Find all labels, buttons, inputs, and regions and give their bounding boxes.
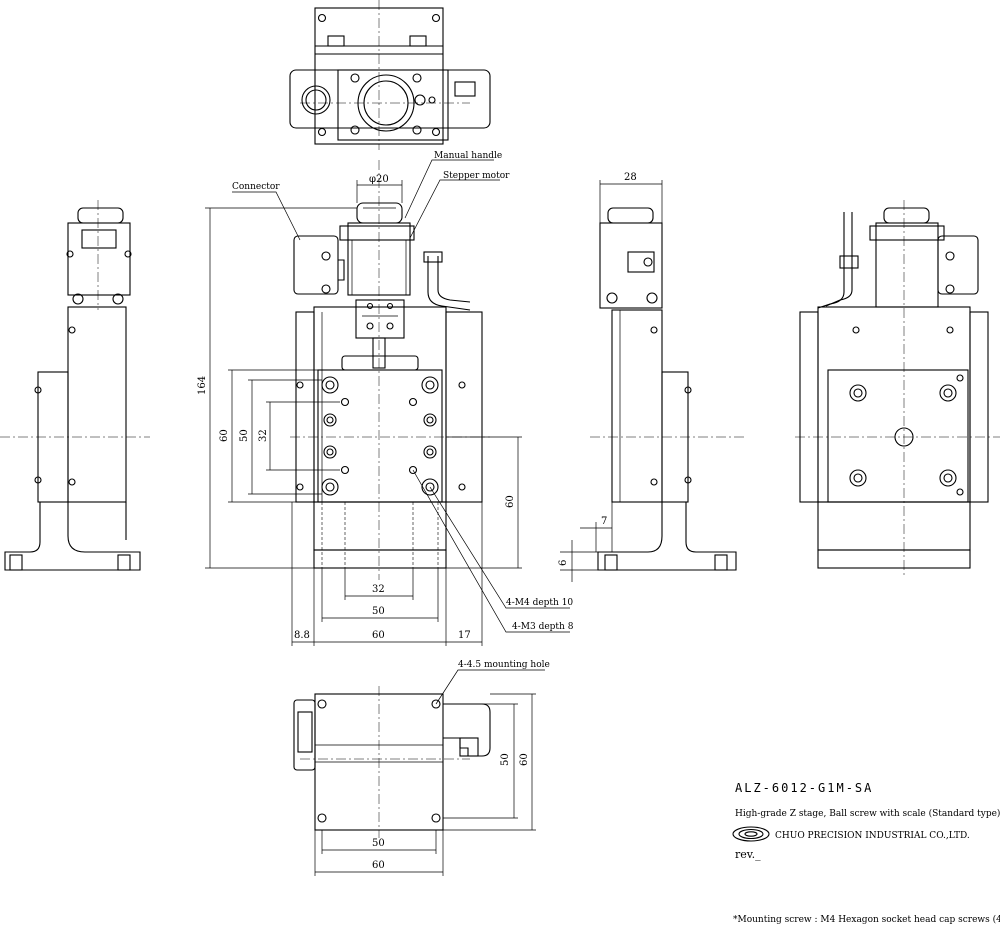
- dim-v60-right: 60: [505, 495, 516, 508]
- dim-bottom-v60: 60: [519, 753, 530, 766]
- company-name: CHUO PRECISION INDUSTRIAL CO.,LTD.: [775, 831, 970, 841]
- dim-17: 17: [458, 630, 471, 641]
- label-stepper-motor: Stepper motor: [443, 171, 510, 181]
- dim-phi20: φ20: [369, 174, 389, 185]
- dim-bottom-v50: 50: [500, 753, 511, 766]
- front-view: [290, 160, 490, 580]
- dim-h60: 60: [372, 630, 385, 641]
- dim-v32-left: 32: [258, 429, 269, 442]
- footnote: *Mounting screw : M4 Hexagon socket head…: [733, 914, 1000, 925]
- dim-w28: 28: [624, 172, 637, 183]
- company-logo: [732, 826, 770, 842]
- revision: rev._: [735, 848, 761, 861]
- front-dimensions: φ20 164 60 50 32 60 32 50: [197, 151, 574, 646]
- title-block: ALZ-6012-G1M-SA High-grade Z stage, Ball…: [732, 781, 1000, 925]
- dim-bottom-h50: 50: [372, 838, 385, 849]
- dim-h50: 50: [372, 606, 385, 617]
- dim-v50-left: 50: [239, 429, 250, 442]
- dim-6: 6: [558, 560, 569, 566]
- label-manual-handle: Manual handle: [434, 151, 502, 161]
- product-description: High-grade Z stage, Ball screw with scal…: [735, 808, 1000, 819]
- dim-8-8: 8.8: [294, 630, 310, 641]
- dim-164: 164: [197, 376, 208, 395]
- label-connector: Connector: [232, 182, 280, 192]
- label-m4-tap: 4-M4 depth 10: [506, 598, 573, 608]
- bottom-view: 4-4.5 mounting hole 50 60 50 60: [293, 660, 550, 876]
- dim-bottom-h60: 60: [372, 860, 385, 871]
- dim-v60-left: 60: [219, 429, 230, 442]
- carriage-holes: [296, 376, 466, 496]
- dim-h32: 32: [372, 584, 385, 595]
- label-mounting-hole: 4-4.5 mounting hole: [458, 660, 550, 670]
- top-view: [289, 0, 491, 150]
- right-side-view: 28 7 6: [558, 172, 745, 582]
- label-m3-tap: 4-M3 depth 8: [512, 622, 574, 632]
- rear-view: [795, 200, 1000, 575]
- dim-7: 7: [601, 516, 607, 527]
- left-side-view: [0, 200, 150, 571]
- model-number: ALZ-6012-G1M-SA: [735, 781, 873, 795]
